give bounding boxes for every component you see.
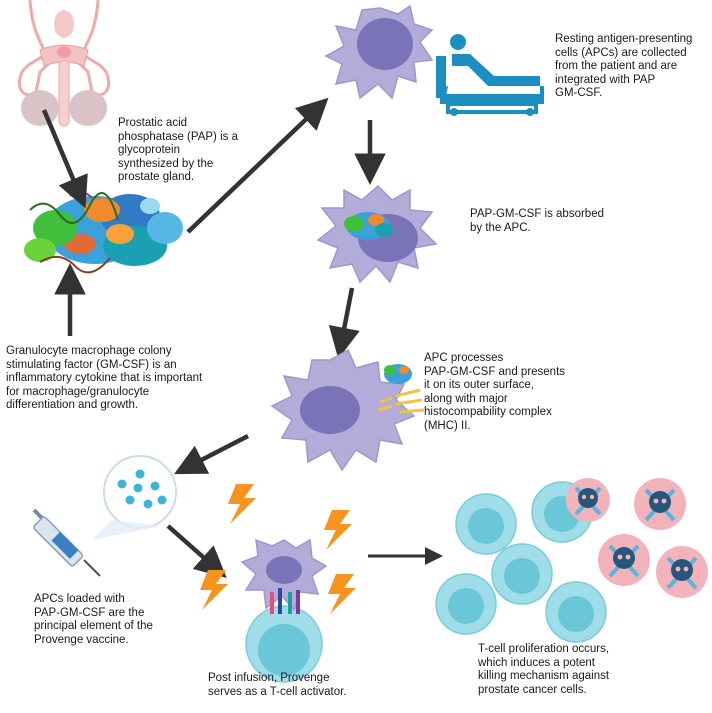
caption-apc-processes: APC processes PAP-GM-CSF and presents it…: [424, 352, 566, 432]
proliferated-t-cells: [435, 481, 607, 643]
caption-t-cell-proliferation: T-cell proliferation occurs, which induc…: [478, 643, 610, 696]
cancer-cell-1: [566, 478, 610, 522]
vaccine-contents-circle: [92, 455, 177, 540]
syringe-icon: [32, 508, 101, 577]
cancer-cell-3: [598, 534, 650, 586]
caption-resting-apc: Resting antigen-presenting cells (APCs) …: [555, 33, 693, 100]
arrow-vaccine-to-activation: [166, 524, 227, 578]
arrow-anatomy-to-protein: [41, 109, 88, 209]
prostate-anatomy-icon: [17, 0, 111, 127]
resting-apc-cell: [324, 4, 434, 100]
cancer-cell-4: [656, 546, 708, 598]
caption-absorbed: PAP-GM-CSF is absorbed by the APC.: [470, 208, 604, 234]
arrow-protein-to-resting-apc: [186, 97, 329, 234]
cancer-cells: [566, 478, 708, 598]
caption-post-infusion: Post infusion, Provenge serves as a T-ce…: [208, 672, 347, 698]
activation-cells: [240, 538, 328, 683]
patient-bed-icon: [436, 34, 544, 116]
caption-pap: Prostatic acid phosphatase (PAP) is a gl…: [118, 117, 238, 184]
cancer-cell-2: [634, 478, 686, 530]
arrow-processing-to-vaccine: [173, 433, 250, 475]
caption-gm-csf: Granulocyte macrophage colony stimulatin…: [6, 345, 203, 412]
arrow-absorbing-to-processing: [328, 287, 360, 359]
protein-structure-icon: [24, 190, 183, 274]
absorbing-apc-cell: [316, 184, 438, 284]
caption-apcs-loaded: APCs loaded with PAP-GM-CSF are the prin…: [34, 593, 153, 646]
processing-apc-cell: [270, 348, 425, 472]
lightning-icon: [200, 484, 356, 614]
